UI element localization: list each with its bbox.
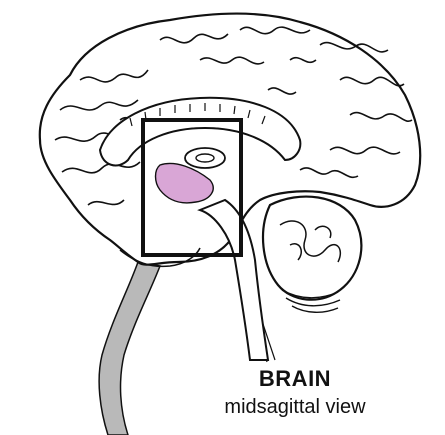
- caption-title: BRAIN: [230, 366, 360, 392]
- cerebellum: [263, 197, 361, 313]
- pointer-band: [99, 262, 160, 435]
- thalamus-inner: [196, 154, 214, 162]
- caption-subtitle: midsagittal view: [200, 396, 390, 419]
